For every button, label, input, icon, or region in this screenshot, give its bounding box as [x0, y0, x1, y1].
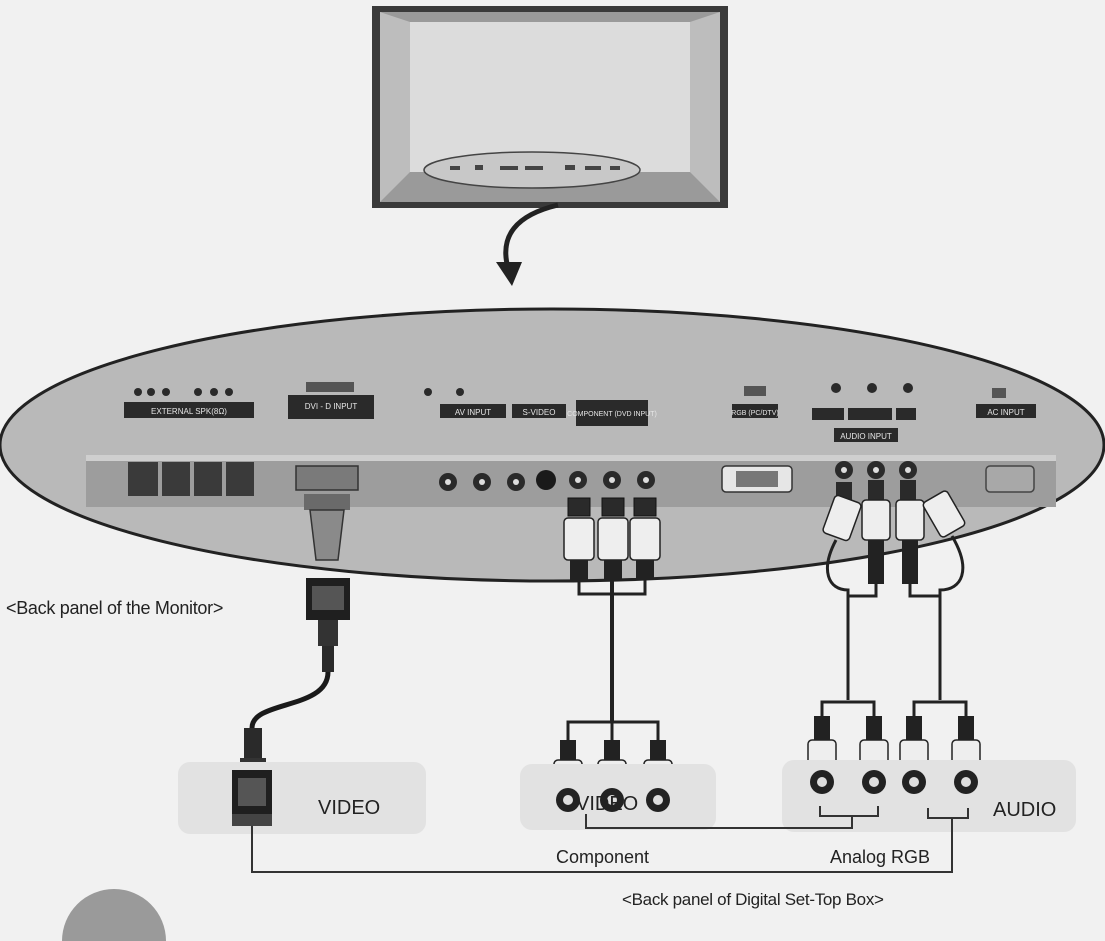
stb-back-panel-caption: <Back panel of Digital Set-Top Box>	[622, 890, 884, 910]
monitor-back-panel	[0, 309, 1104, 581]
svg-text:AV INPUT: AV INPUT	[455, 408, 491, 417]
monitor-front-thumbnail	[372, 6, 728, 208]
component-label: Component	[556, 847, 649, 868]
dvi-port	[296, 466, 358, 490]
stb-dvi-port	[232, 770, 272, 826]
svg-text:DVI - D INPUT: DVI - D INPUT	[305, 402, 358, 411]
component-video-label: VIDEO	[576, 793, 638, 816]
svg-text:AC INPUT: AC INPUT	[987, 408, 1024, 417]
svg-text:AUDIO INPUT: AUDIO INPUT	[840, 432, 892, 441]
svg-text:S-VIDEO: S-VIDEO	[523, 408, 556, 417]
corner-badge	[62, 889, 166, 941]
svg-text:RGB (PC/DTV): RGB (PC/DTV)	[731, 410, 778, 417]
ac-power-socket	[986, 466, 1034, 492]
dvi-video-label: VIDEO	[318, 797, 380, 820]
analog-rgb-label: Analog RGB	[830, 847, 930, 868]
rgb-port	[722, 466, 792, 492]
svg-text:COMPONENT (DVD INPUT): COMPONENT (DVD INPUT)	[567, 411, 657, 418]
svg-text:EXTERNAL SPK(8Ω): EXTERNAL SPK(8Ω)	[151, 407, 227, 416]
zoom-arrow	[496, 205, 558, 286]
monitor-back-panel-caption: <Back panel of the Monitor>	[6, 598, 223, 619]
component-cables	[554, 498, 672, 794]
audio-label: AUDIO	[993, 799, 1056, 822]
panel-label-component-input: COMPONENT (DVD INPUT)	[567, 400, 657, 426]
component-jacks	[569, 471, 655, 489]
panel-label-s-video: S-VIDEO	[512, 404, 566, 418]
audio-input-jacks	[835, 461, 917, 479]
